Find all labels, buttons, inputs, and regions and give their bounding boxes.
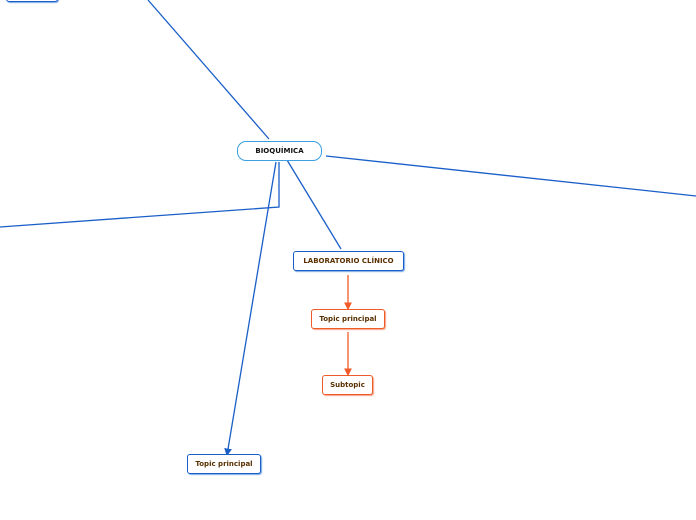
offscreen-node[interactable] [6,0,58,2]
connector-left [0,162,280,228]
connector-top-left [147,0,270,140]
connector-right [325,155,696,197]
topic-principal-bottom[interactable]: Topic principal [187,454,261,474]
connector-lab [287,160,342,250]
subtopic[interactable]: Subtopic [322,375,373,395]
central-topic[interactable]: BIOQUÍMICA [237,141,322,161]
topic-principal-lab[interactable]: Topic principal [311,309,385,329]
connector-bottom-topic [224,161,277,457]
topic-laboratorio-clinico[interactable]: LABORATORIO CLÍNICO [293,251,404,271]
